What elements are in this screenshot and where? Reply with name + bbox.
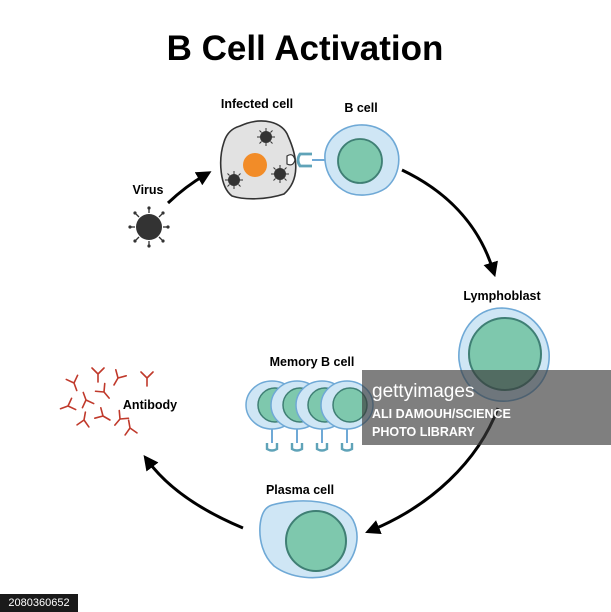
watermark-credit-line1: ALI DAMOUH/SCIENCE [372,407,511,421]
label-infected-cell: Infected cell [221,97,293,111]
watermark-logo: gettyimages [372,381,474,402]
arrow-virus-to-infected [166,171,212,205]
arrow-bcell-to-lymphoblast [401,168,498,278]
arrow-plasma-to-antibody [143,454,244,530]
label-virus: Virus [132,183,163,197]
b-cell [296,124,400,196]
plasma-cell-nucleus [285,510,347,572]
virus-particle [127,205,171,249]
plasma-cell [259,500,358,579]
infected-cell-nucleus [243,153,267,177]
label-lymphoblast: Lymphoblast [463,289,541,303]
watermark: gettyimages ALI DAMOUH/SCIENCE PHOTO LIB… [362,370,611,445]
memory-b-cells [245,380,374,452]
page-title: B Cell Activation [167,29,444,68]
label-b-cell: B cell [344,101,377,115]
infected-cell [219,120,297,200]
image-id-badge: 2080360652 [0,594,78,612]
label-plasma-cell: Plasma cell [266,483,334,497]
label-antibody: Antibody [123,398,177,412]
label-memory-b-cell: Memory B cell [270,355,355,369]
watermark-credit-line2: PHOTO LIBRARY [372,425,475,439]
b-cell-nucleus [337,138,383,184]
